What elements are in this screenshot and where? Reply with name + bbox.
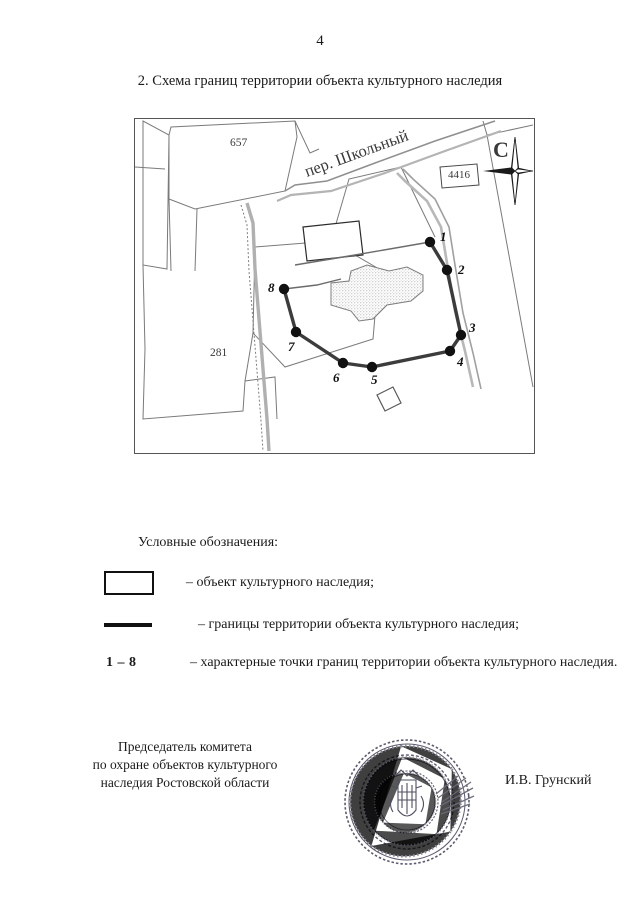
legend-item-object-label: – объект культурного наследия; [186, 575, 374, 590]
rectangle-symbol-icon [104, 571, 154, 595]
page-number: 4 [316, 33, 324, 49]
boundary-tail-line [283, 278, 342, 290]
parcel-number-label-657: 657 [230, 137, 248, 149]
boundary-point-marker-4 [444, 345, 456, 357]
territory-boundary-line [282, 240, 463, 369]
legend: Условные обозначения: – объект культурно… [100, 535, 620, 693]
heritage-site-polygon [330, 264, 424, 322]
signatory-title-line-3: наследия Ростовской области [100, 774, 270, 790]
parcel-number-label-4416: 4416 [448, 169, 471, 181]
boundary-point-marker-2 [441, 264, 453, 276]
signatory-title-line-1: Председатель комитета [118, 739, 252, 754]
thick-line-symbol-icon [104, 623, 152, 627]
boundary-points: 1 2 3 4 5 6 7 8 [268, 229, 476, 387]
legend-item-object: – объект культурного наследия; [100, 571, 620, 595]
parcel-number-label-281: 281 [210, 347, 228, 359]
legend-item-points-label: – характерные точки границ территории об… [190, 655, 618, 670]
boundary-point-label-4: 4 [456, 354, 464, 369]
page-title: 2. Схема границ территории объекта культ… [137, 73, 503, 89]
boundary-point-marker-3 [455, 329, 467, 341]
legend-item-points: 1 – 8 – характерные точки границ террито… [100, 655, 620, 671]
cadastral-number-box [439, 163, 480, 189]
points-range-symbol-label: 1 – 8 [106, 655, 137, 670]
legend-symbol-line [100, 623, 186, 627]
compass-north-label: С [493, 137, 509, 162]
legend-item-boundary-label: – границы территории объекта культурного… [198, 617, 519, 632]
legend-title: Условные обозначения: [138, 535, 279, 550]
boundary-point-marker-6 [337, 357, 349, 369]
boundary-point-label-8: 8 [268, 280, 275, 295]
boundary-point-label-7: 7 [288, 339, 295, 354]
boundary-point-label-2: 2 [457, 262, 465, 277]
legend-symbol-rectangle [100, 571, 186, 595]
road-network [240, 120, 502, 452]
boundary-point-label-3: 3 [468, 320, 476, 335]
auxiliary-structure [376, 386, 402, 412]
boundary-point-marker-8 [278, 283, 290, 295]
signatory-title: Председатель комитета по охране объектов… [60, 738, 310, 791]
signatory-title-line-2: по охране объектов культурного [92, 756, 278, 772]
boundary-point-marker-7 [290, 326, 302, 338]
boundary-point-label-5: 5 [371, 372, 378, 387]
legend-item-boundary: – границы территории объекта культурного… [100, 617, 620, 633]
legend-symbol-points: 1 – 8 [100, 655, 186, 671]
heritage-object-building [302, 220, 364, 262]
handwritten-signature [435, 775, 475, 815]
signature-block: Председатель комитета по охране объектов… [0, 738, 640, 868]
boundary-point-label-1: 1 [440, 229, 447, 244]
official-seal-stamp [344, 739, 475, 865]
boundary-point-marker-5 [366, 361, 378, 373]
boundary-point-label-6: 6 [333, 370, 340, 385]
boundary-point-marker-1 [424, 236, 436, 248]
boundary-lead-line [294, 241, 431, 266]
signatory-name: И.В. Грунский [505, 773, 592, 788]
compass-rose: С [483, 136, 534, 206]
